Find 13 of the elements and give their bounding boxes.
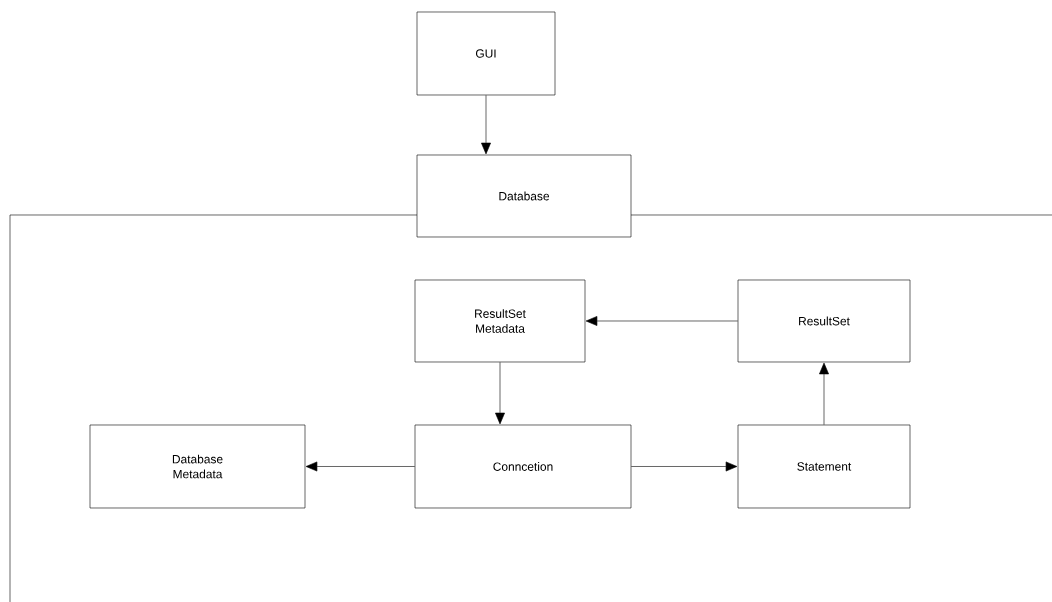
arrow [819,362,829,425]
arrow [305,461,415,472]
process-box: Statement [737,424,911,509]
process-box: GUI [416,11,556,96]
process-box: Conncetion [414,424,632,509]
process-box: ResultSet Metadata [414,279,586,363]
process-box: Database [416,154,632,238]
arrow [585,316,738,326]
arrow [631,461,738,472]
process-box: ResultSet [737,279,911,363]
arrow [481,95,491,155]
process-box: Database Metadata [89,424,306,509]
arrow [495,362,505,425]
